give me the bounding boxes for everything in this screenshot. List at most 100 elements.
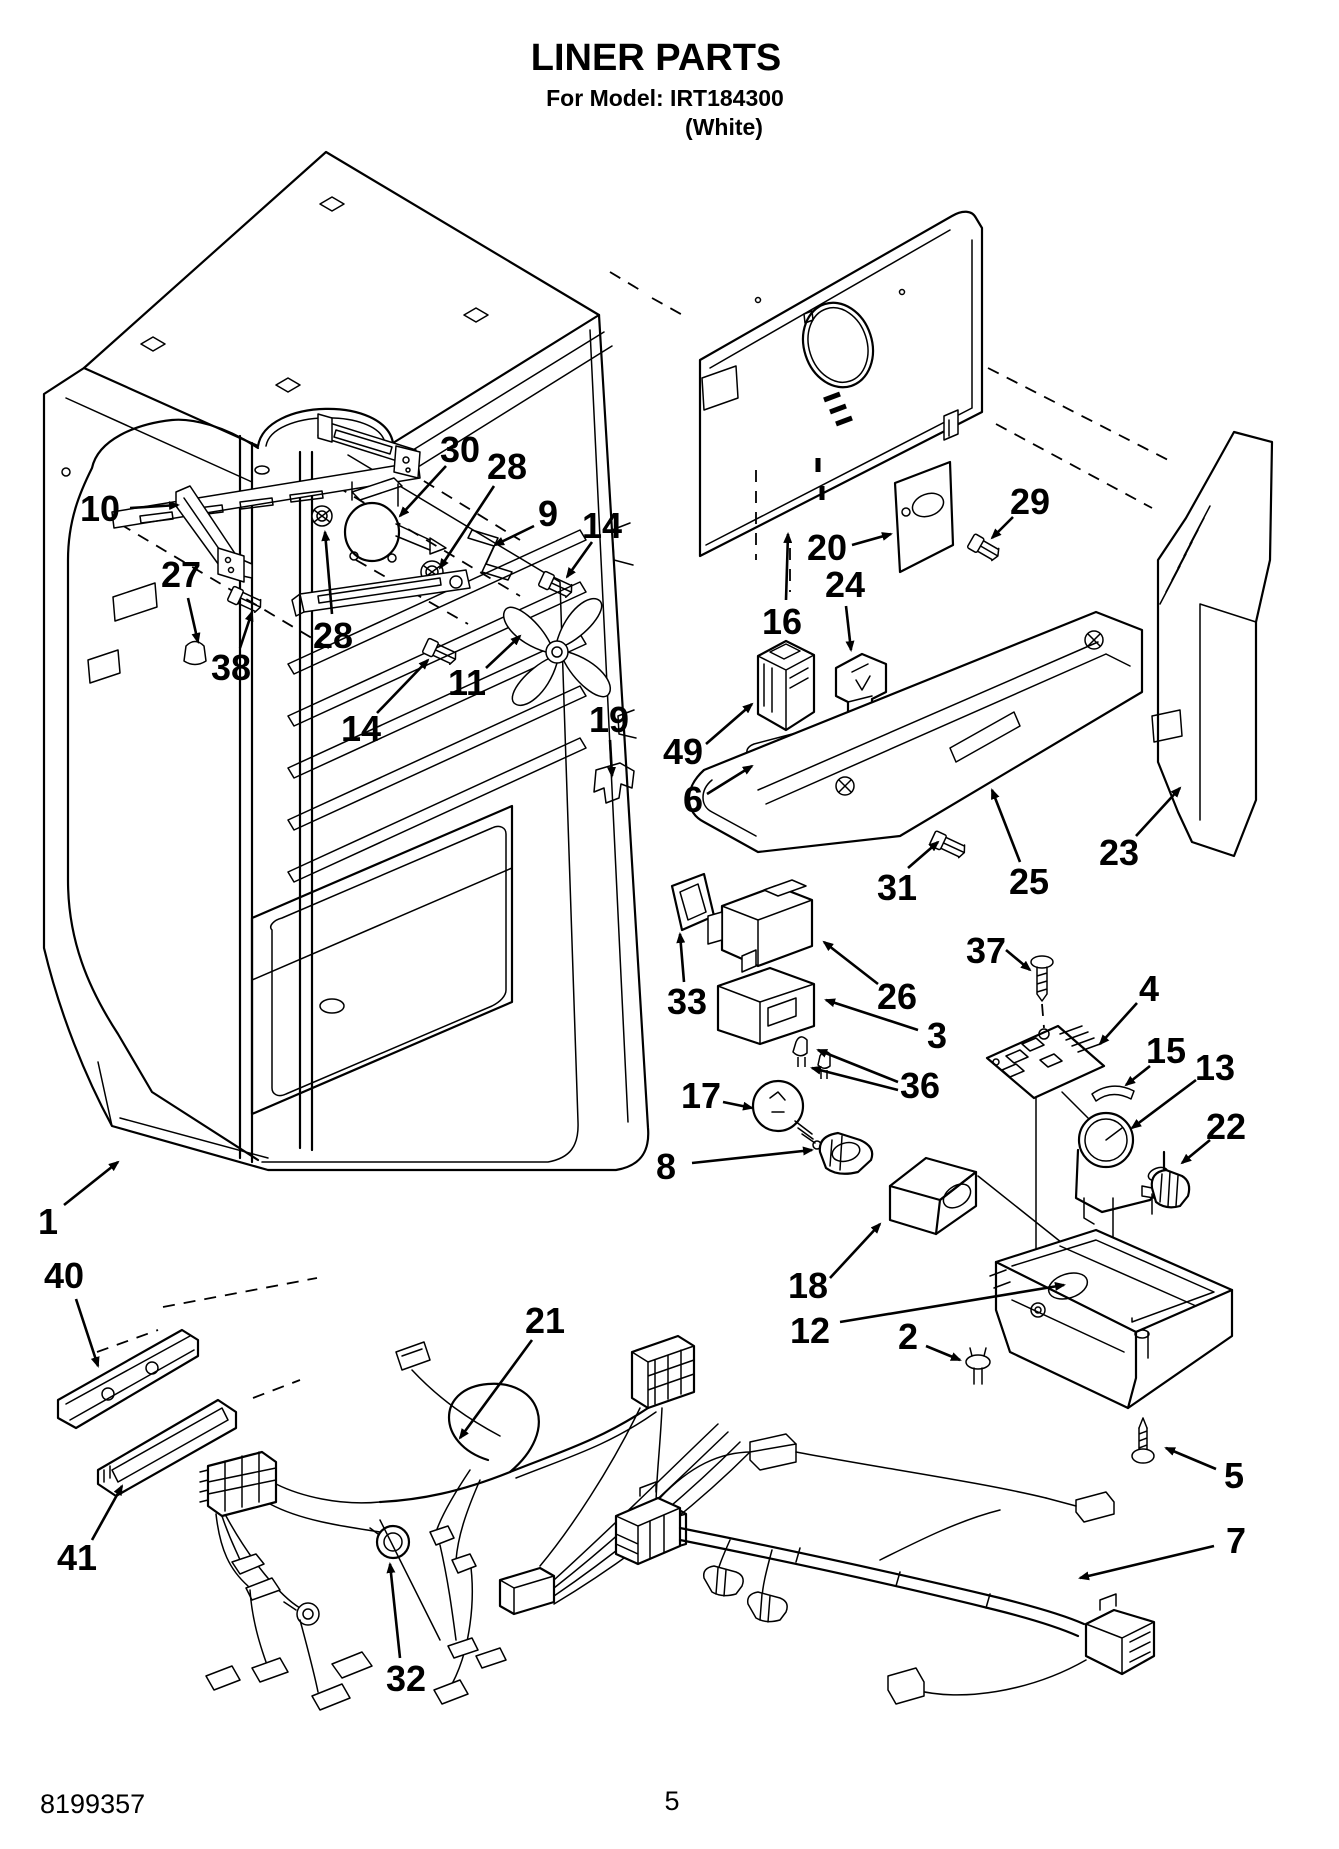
- callout-arrow-21: [458, 1339, 534, 1440]
- callout-label-41: 41: [57, 1537, 97, 1578]
- part-15-strip: [1091, 1085, 1135, 1102]
- callout-arrow-8: [691, 1146, 814, 1165]
- callout-label-14: 14: [341, 708, 381, 749]
- callout-arrow-29: [990, 516, 1014, 540]
- callout-label-4: 4: [1139, 968, 1159, 1009]
- page-number: 5: [664, 1786, 679, 1816]
- part-40-trim-rail: [56, 1328, 200, 1430]
- doc-number: 8199357: [40, 1789, 145, 1819]
- part-38-screw: [227, 585, 262, 614]
- part-19-fan-blade-area: [503, 598, 635, 804]
- callout-arrow-38: [238, 610, 254, 649]
- callout-label-40: 40: [44, 1255, 84, 1296]
- callout-arrow-41: [90, 1484, 124, 1541]
- callout-arrow-23: [1135, 786, 1182, 837]
- callout-label-10: 10: [80, 488, 120, 529]
- callout-arrow-4: [1098, 1002, 1138, 1046]
- callout-arrow-28: [438, 485, 496, 570]
- callout-label-16: 16: [762, 601, 802, 642]
- callout-label-29: 29: [1010, 481, 1050, 522]
- callout-arrow-49: [705, 702, 754, 745]
- callout-label-32: 32: [386, 1658, 426, 1699]
- callout-arrow-36: [810, 1065, 899, 1092]
- callout-label-49: 49: [663, 731, 703, 772]
- part-32-plug: [369, 1524, 411, 1560]
- callout-arrow-36: [816, 1048, 899, 1084]
- callout-label-11: 11: [448, 662, 486, 703]
- part-27-fastener: [183, 640, 207, 666]
- part-7-wiring-harness: [614, 1433, 1156, 1705]
- callout-arrow-20: [851, 532, 893, 547]
- part-12-drain-pan: [989, 1228, 1234, 1410]
- evaporator-fan-assembly: [111, 413, 635, 804]
- part-11-motor-bracket: [291, 569, 471, 617]
- part-8-socket: [818, 1131, 874, 1175]
- callout-label-26: 26: [877, 976, 917, 1017]
- part-36-bulb-grommets: [792, 1036, 831, 1079]
- callout-arrow-12: [839, 1282, 1066, 1324]
- callout-arrow-1: [63, 1160, 120, 1207]
- callout-arrow-15: [1124, 1064, 1151, 1087]
- callout-arrow-10: [129, 501, 180, 511]
- part-9-bracket: [467, 529, 513, 581]
- callout-arrow-13: [1130, 1078, 1197, 1130]
- callout-arrow-26: [822, 940, 879, 986]
- part-4-control-board: [985, 1024, 1106, 1100]
- callout-arrow-30: [398, 465, 447, 518]
- callout-arrow-37: [1005, 949, 1032, 972]
- callout-label-7: 7: [1226, 1520, 1246, 1561]
- callout-label-2: 2: [898, 1316, 918, 1357]
- model-line: For Model: IRT184300: [546, 85, 784, 111]
- callout-arrow-3: [824, 998, 919, 1032]
- callout-arrow-25: [990, 788, 1022, 863]
- part-17-light-bulb: [751, 1079, 822, 1150]
- callout-arrow-19: [607, 739, 616, 778]
- diagram-header: LINER PARTS For Model: IRT184300 (White): [531, 37, 784, 140]
- part-28-grommets: [311, 505, 444, 584]
- callout-label-12: 12: [790, 1310, 830, 1351]
- callout-label-28: 28: [487, 446, 527, 487]
- part-3-lamp-housing: [716, 949, 816, 1046]
- page-title: LINER PARTS: [531, 37, 782, 79]
- callout-label-37: 37: [966, 930, 1006, 971]
- callout-label-3: 3: [927, 1015, 947, 1056]
- callout-arrow-6: [706, 764, 754, 796]
- part-26-housing: [707, 879, 814, 968]
- callout-arrow-14: [376, 658, 430, 714]
- callout-arrow-22: [1180, 1138, 1211, 1165]
- callout-arrow-17: [722, 1100, 754, 1111]
- callout-label-1: 1: [38, 1201, 58, 1242]
- part-23-air-tower: [1151, 430, 1274, 858]
- callout-label-17: 17: [681, 1075, 721, 1116]
- part-19-clip: [593, 762, 635, 804]
- part-41-trim-rail: [96, 1398, 238, 1498]
- callout-label-21: 21: [525, 1300, 565, 1341]
- callout-label-22: 22: [1206, 1106, 1246, 1147]
- callout-arrow-18: [829, 1222, 882, 1279]
- part-18-lamp-lens: [888, 1156, 1087, 1263]
- callout-label-27: 27: [161, 554, 201, 595]
- part-22-knob: [1141, 1168, 1191, 1209]
- part-2-grommet: [965, 1347, 991, 1385]
- part-20-evaporator-cover: [609, 210, 1173, 592]
- part-29-access-plate: [893, 460, 1000, 574]
- callout-arrow-7: [1078, 1544, 1215, 1581]
- callout-label-25: 25: [1009, 861, 1049, 902]
- part-16-49-thermostat: [756, 639, 816, 732]
- callout-arrow-27: [186, 597, 201, 644]
- callout-arrow-33: [676, 932, 686, 983]
- part-30-fan-motor: [343, 477, 447, 563]
- callout-arrow-31: [907, 840, 940, 869]
- fan-blade: [503, 598, 611, 706]
- callout-label-20: 20: [807, 527, 847, 568]
- callout-label-36: 36: [900, 1065, 940, 1106]
- callout-label-23: 23: [1099, 832, 1139, 873]
- part-5-screw: [1131, 1417, 1155, 1464]
- callout-label-18: 18: [788, 1265, 828, 1306]
- callout-arrow-14: [565, 541, 594, 579]
- callout-label-9: 9: [538, 493, 558, 534]
- callout-label-8: 8: [656, 1146, 676, 1187]
- callout-label-33: 33: [667, 981, 707, 1022]
